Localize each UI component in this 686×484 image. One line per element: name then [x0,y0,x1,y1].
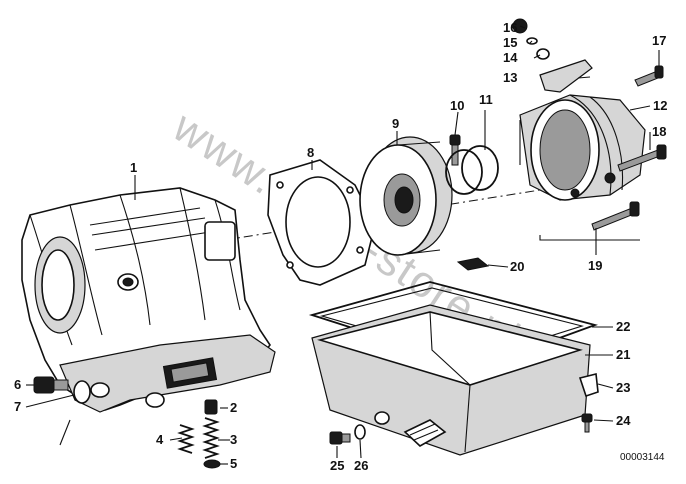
callout-11: 11 [479,92,493,107]
converter-housing-12 [519,94,646,201]
callout-10: 10 [450,98,464,113]
callout-7: 7 [14,399,21,414]
screw-24 [581,413,593,433]
transmission-housing [21,187,276,446]
bolt-10 [449,134,461,166]
cap-14 [536,48,550,60]
callout-2: 2 [230,400,237,415]
bolt-18 [617,144,667,172]
valve-plug-2 [204,399,218,415]
filter-20 [456,257,490,271]
callout-23: 23 [616,380,630,395]
callout-24: 24 [616,413,631,428]
callout-17: 17 [652,33,666,48]
bolt-17 [634,65,664,87]
callout-5: 5 [230,456,237,471]
spring-3 [202,417,220,459]
o-rings-11 [445,145,499,195]
oil-pan-21 [311,304,591,456]
washer-26 [354,424,366,440]
washer-7 [73,380,91,404]
callout-1: 1 [130,160,137,175]
callout-6: 6 [14,377,21,392]
callout-14: 14 [503,50,518,65]
part-code: 00003144 [620,452,665,463]
spring-4 [177,424,195,454]
callout-20: 20 [510,259,524,274]
callout-15: 15 [503,35,517,50]
callout-19: 19 [588,258,602,273]
leader-lines [25,25,660,465]
callout-18: 18 [652,124,666,139]
callout-26: 26 [354,458,368,473]
callout-3: 3 [230,432,237,447]
breather-13 [539,59,593,93]
callout-13: 13 [503,70,517,85]
callout-25: 25 [330,458,344,473]
oil-pump-9 [359,136,453,256]
callout-4: 4 [156,432,164,447]
gasket-8 [267,159,376,286]
callout-22: 22 [616,319,630,334]
plug-6 [33,376,69,394]
callout-12: 12 [653,98,667,113]
callout-numbers: 1 2 3 4 5 6 7 8 9 10 11 12 13 14 15 16 1… [14,20,667,473]
retainer-5 [203,459,221,469]
clip-23 [578,373,599,398]
bracket-line-12-18 [519,120,640,241]
bolt-19 [591,201,640,231]
callout-9: 9 [392,116,399,131]
callout-16: 16 [503,20,517,35]
callout-21: 21 [616,347,630,362]
callout-8: 8 [307,145,314,160]
drain-plug-25 [329,431,351,445]
